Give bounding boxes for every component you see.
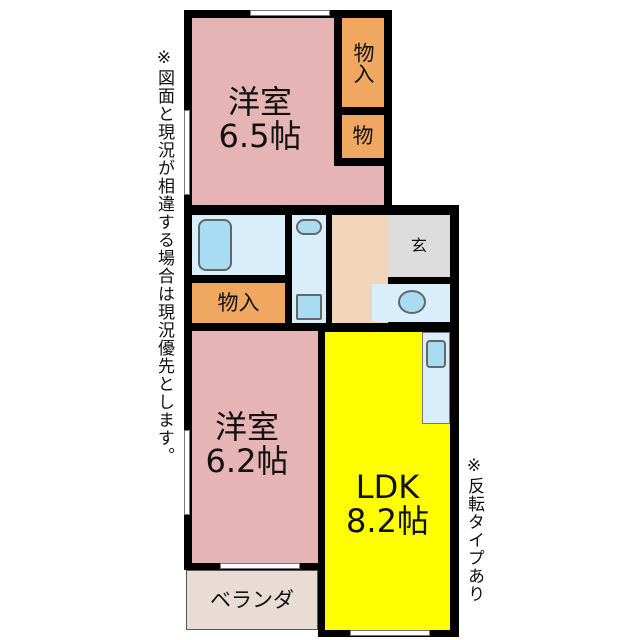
window-left-top — [184, 110, 190, 195]
veranda — [186, 570, 318, 630]
room-name: 洋室 — [214, 408, 279, 447]
window-top — [250, 10, 330, 16]
disclaimer-note: ※図面と現況が相違する場合は現況優先とします。 — [154, 48, 174, 465]
reverse-type-note: ※反転タイプあり — [464, 456, 484, 603]
window-ldk — [350, 630, 430, 636]
closet-bottom-wall — [334, 158, 384, 166]
room-bedroom-6-2 — [192, 331, 318, 563]
closet-wall — [334, 18, 342, 163]
room-entrance — [388, 215, 450, 277]
closet-top-2-label: 物 — [352, 124, 374, 149]
bathtub-icon — [198, 219, 232, 271]
room-size: 6.5帖 — [218, 117, 302, 155]
closet-top-2 — [342, 115, 384, 158]
room-size: 6.2帖 — [205, 442, 289, 480]
kitchen-sink-icon — [426, 340, 446, 368]
sink-icon — [296, 219, 322, 235]
washing-machine-icon — [296, 294, 322, 320]
window-veranda — [220, 563, 300, 569]
closet-middle-label: 物入 — [217, 290, 260, 315]
closet-divider — [342, 107, 384, 115]
window-left-bottom — [184, 430, 190, 515]
toilet-icon — [398, 290, 426, 314]
room-name: LDK — [355, 468, 420, 507]
entrance-label: 玄 — [410, 235, 427, 255]
room-name: 洋室 — [227, 83, 292, 122]
closet-top-1-label: 物入 — [351, 41, 376, 84]
closet-top-1 — [342, 18, 384, 107]
veranda-label: ベランダ — [210, 587, 294, 612]
room-size: 8.2帖 — [346, 502, 429, 540]
closet-middle — [192, 283, 285, 323]
